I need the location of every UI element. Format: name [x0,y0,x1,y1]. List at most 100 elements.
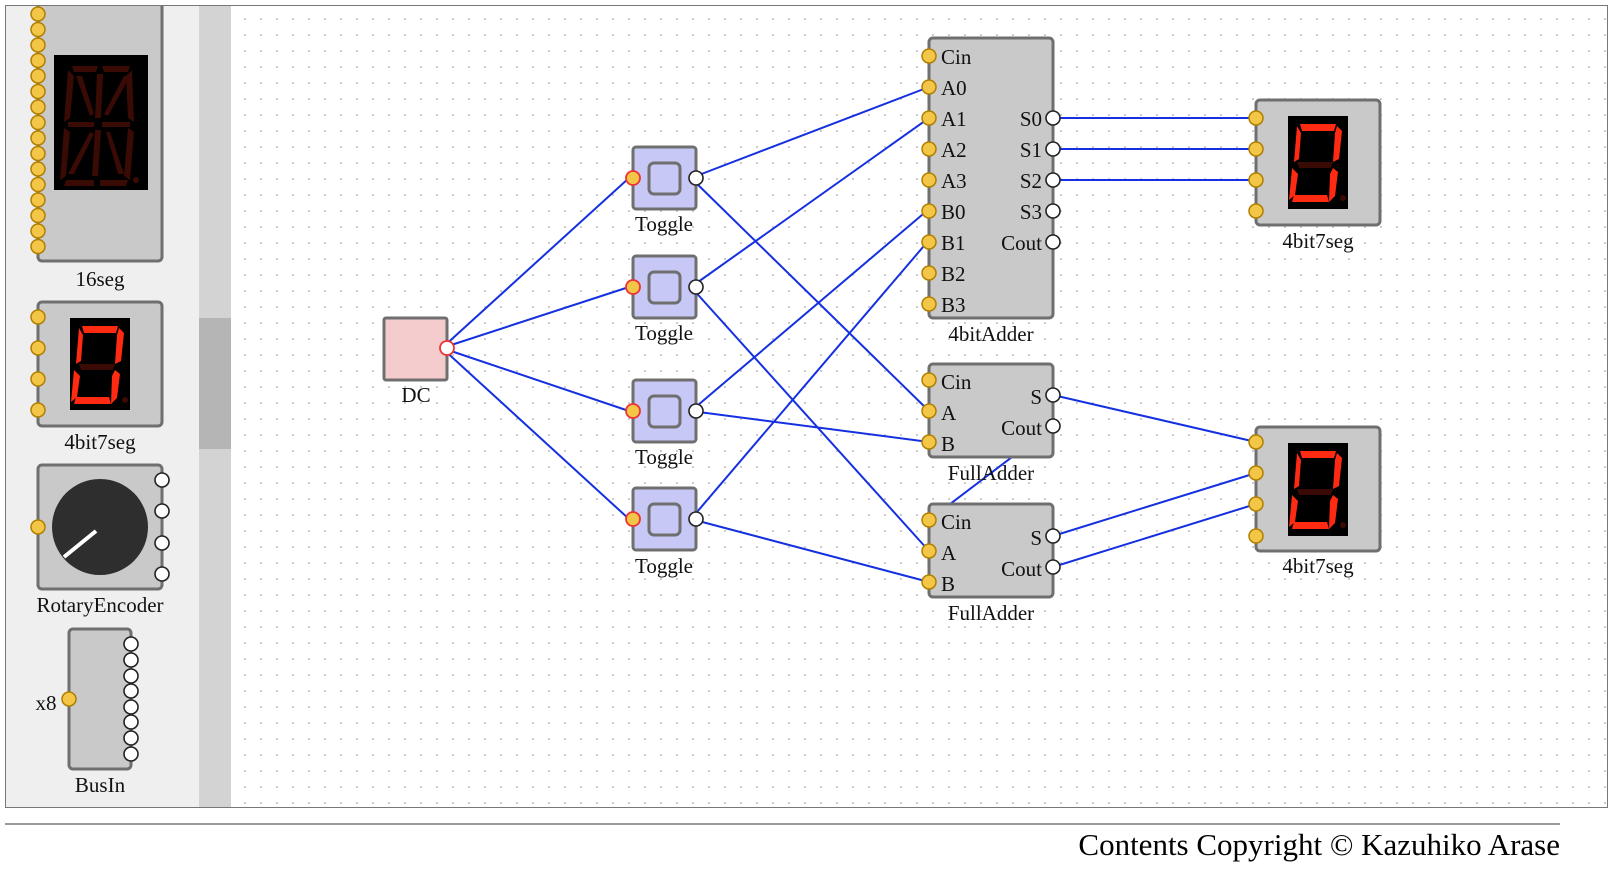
toggle-button[interactable] [647,270,682,305]
wire [441,347,630,520]
toggle-label: Toggle [635,212,693,236]
toggle-input-pin[interactable] [625,511,641,527]
pin-label: A3 [941,169,967,193]
wire [441,286,630,349]
wire [690,239,930,520]
seven-seg-digit-icon [1289,451,1346,529]
full-adder-label: FullAdder [948,461,1034,485]
toolbox-item-4bit7seg[interactable]: 4bit7seg [30,300,164,454]
dc-output-pin[interactable] [439,340,455,356]
pin-label: A [941,541,957,565]
wire [690,286,930,552]
full-adder-label: FullAdder [948,601,1034,625]
pin-label: Cout [1001,557,1042,581]
toggle-label: Toggle [635,445,693,469]
rotary-knob-icon [52,479,148,575]
toggle-switch[interactable]: Toggle [625,254,704,345]
wire [1052,472,1257,537]
wire [690,177,930,412]
4bit7seg-input-pins[interactable] [30,309,46,418]
seven-seg-digit-icon [1289,124,1346,202]
pin-label: B0 [941,200,966,224]
four-bit-adder[interactable]: Cin A0 A1 A2 A3 B0 B1 B2 B3 S0 S1 S2 S3 … [921,36,1061,346]
copyright-text: Contents Copyright © Kazuhiko Arase [1078,827,1560,862]
toolbox-scrollbar[interactable] [199,6,231,807]
dc-source[interactable]: DC [382,316,455,407]
toolbox-item-busin[interactable]: x8 BusIn [36,627,139,797]
toggle-switch[interactable]: Toggle [625,378,704,469]
toggle-switch[interactable]: Toggle [625,145,704,236]
toolbox-item-label: RotaryEncoder [36,593,163,617]
pin-label: S [1030,385,1042,409]
toggle-input-pin[interactable] [625,170,641,186]
wire [441,347,630,412]
toggle-label: Toggle [635,554,693,578]
pin-label: Cin [941,510,972,534]
seven-seg-digit-icon [71,326,128,404]
display-4bit7seg[interactable]: 4bit7seg [1248,425,1382,578]
adder-input-pins[interactable] [921,48,937,312]
pin-label: B1 [941,231,966,255]
wire [1052,394,1257,443]
wire [1052,503,1257,568]
display-4bit7seg[interactable]: 4bit7seg [1248,98,1382,253]
pin-label: Cout [1001,416,1042,440]
pin-label: B [941,432,955,456]
toggle-output-pin[interactable] [688,403,704,419]
toggle-output-pin[interactable] [688,511,704,527]
circuit-workspace[interactable]: DC Toggle Toggle T [231,6,1607,807]
pin-label: A [941,401,957,425]
pin-label: B2 [941,262,966,286]
toolbox-item-16seg[interactable]: 16seg [30,6,164,291]
full-adder[interactable]: Cin A B S Cout FullAdder [921,502,1061,625]
pin-label: S0 [1020,107,1042,131]
toggle-output-pin[interactable] [688,279,704,295]
pin-label: A1 [941,107,967,131]
toolbox-item-label: BusIn [75,773,126,797]
wire [690,410,930,443]
bus-width-label: x8 [36,691,57,715]
toolbox-scrollbar-thumb[interactable] [199,318,231,449]
wire [690,117,930,288]
16seg-input-pins[interactable] [30,6,46,255]
pin-label: B3 [941,293,966,317]
pin-label: B [941,572,955,596]
16seg-display-icon [60,66,139,186]
full-adder[interactable]: Cin A B S Cout FullAdder [921,362,1061,485]
pin-label: S2 [1020,169,1042,193]
display-label: 4bit7seg [1282,554,1354,578]
toolbox-item-label: 4bit7seg [64,430,136,454]
toggle-button[interactable] [647,502,682,537]
toggle-input-pin[interactable] [625,403,641,419]
wire [690,86,930,179]
wire [690,208,930,412]
toggle-output-pin[interactable] [688,170,704,186]
pin-label: S1 [1020,138,1042,162]
display-label: 4bit7seg [1282,229,1354,253]
toolbox-canvas: 16seg [30,6,170,797]
toggle-switch[interactable]: Toggle [625,486,704,578]
pin-label: Cout [1001,231,1042,255]
toggle-button[interactable] [647,161,682,196]
footer-divider [5,823,1560,825]
dc-label: DC [401,383,430,407]
pin-label: S [1030,526,1042,550]
toggle-label: Toggle [635,321,693,345]
adder-output-pins[interactable] [1045,110,1061,250]
pin-label: Cin [941,370,972,394]
toolbox-palette: 16seg [6,6,199,807]
adder-label: 4bitAdder [948,322,1033,346]
wire [690,518,930,583]
busin-output-pins[interactable] [123,636,139,762]
toggle-input-pin[interactable] [625,279,641,295]
circuit-canvas[interactable]: DC Toggle Toggle T [231,6,1607,806]
wires[interactable] [441,86,1257,583]
pin-label: A2 [941,138,967,162]
pin-label: A0 [941,76,967,100]
simulator-frame: 16seg [5,5,1608,808]
wire [441,177,630,349]
toolbox-item-rotaryencoder[interactable]: RotaryEncoder [30,463,170,617]
pin-label: Cin [941,45,972,69]
toolbox-item-label: 16seg [76,267,125,291]
toggle-button[interactable] [647,394,682,429]
